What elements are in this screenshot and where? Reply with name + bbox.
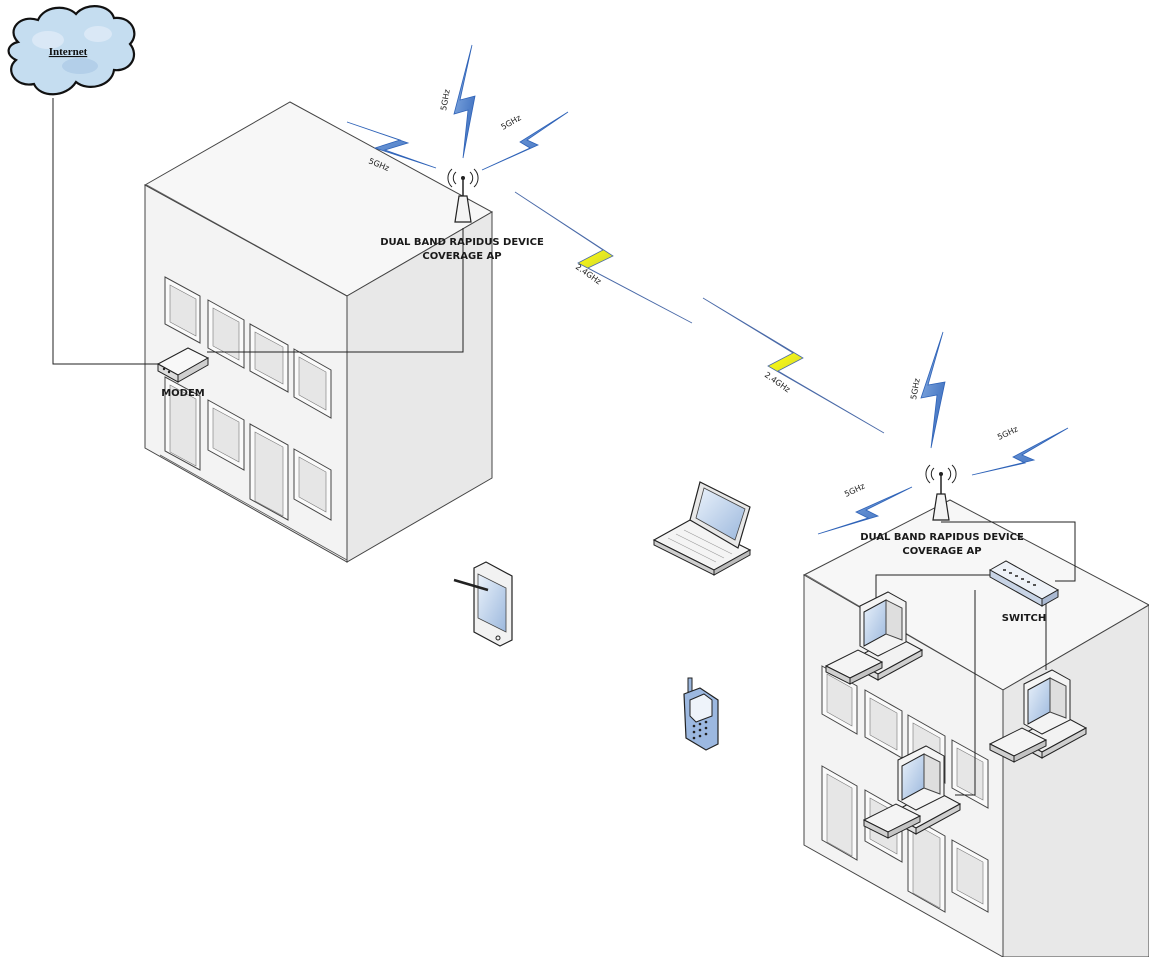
freq-label-5ghz-3: 5GHz — [500, 113, 523, 132]
bolt-24ghz-b — [702, 297, 885, 434]
cable-switch-pc1 — [875, 574, 995, 598]
mobile-phone-device[interactable] — [683, 677, 719, 751]
left-building — [143, 101, 494, 563]
bolts-24ghz — [514, 191, 885, 434]
ap-left-label-line1: DUAL BAND RAPIDUS DEVICE — [380, 237, 544, 248]
bolt-5ghz-left-c — [481, 111, 569, 171]
workstation-3[interactable] — [862, 745, 962, 839]
modem-device[interactable] — [156, 347, 210, 383]
bolts-5ghz-left — [346, 44, 569, 171]
ap-right-label-line2: COVERAGE AP — [902, 546, 982, 557]
internet-label: Internet — [49, 46, 88, 58]
switch-label: SWITCH — [1001, 613, 1047, 624]
cable-ap-switch — [941, 521, 1076, 582]
bolt-5ghz-left-a — [346, 121, 437, 169]
ap-left-label-line2: COVERAGE AP — [422, 251, 502, 262]
freq-label-5ghz-2: 5GHz — [439, 89, 452, 112]
cable-internet-modem — [52, 98, 160, 365]
cables — [52, 98, 1076, 796]
bolt-5ghz-right-b — [971, 427, 1069, 476]
ap-right-label: DUAL BAND RAPIDUS DEVICE COVERAGE AP — [852, 531, 1032, 559]
bolt-24ghz-a — [514, 191, 693, 324]
workstation-1[interactable] — [824, 591, 924, 685]
access-point-right[interactable] — [925, 464, 957, 521]
ap-left-label: DUAL BAND RAPIDUS DEVICE COVERAGE AP — [372, 236, 552, 264]
freq-label-24ghz-2: 2.4GHz — [763, 370, 792, 394]
internet-cloud: Internet — [7, 5, 136, 96]
antenna-icon — [447, 168, 479, 223]
bolt-5ghz-left-b — [453, 44, 476, 159]
stylus-icon — [453, 578, 489, 592]
bolt-5ghz-right-c — [817, 486, 913, 535]
workstation-2[interactable] — [988, 669, 1088, 763]
modem-label: MODEM — [161, 388, 205, 399]
access-point-left[interactable] — [447, 168, 479, 223]
ap-right-label-line1: DUAL BAND RAPIDUS DEVICE — [860, 532, 1024, 543]
tablet-device[interactable] — [453, 561, 513, 647]
cable-switch-pc3 — [955, 590, 976, 796]
freq-label-5ghz-4: 5GHz — [909, 378, 922, 401]
antenna-icon — [925, 464, 957, 521]
freq-label-5ghz-6: 5GHz — [843, 482, 866, 499]
freq-label-5ghz-5: 5GHz — [996, 425, 1019, 442]
bolts-5ghz-right — [817, 331, 1069, 535]
bolt-5ghz-right-a — [920, 331, 946, 449]
switch-device[interactable] — [988, 560, 1060, 607]
right-building — [802, 499, 1149, 957]
cable-modem-ap — [207, 228, 464, 353]
laptop-device[interactable] — [652, 481, 752, 576]
